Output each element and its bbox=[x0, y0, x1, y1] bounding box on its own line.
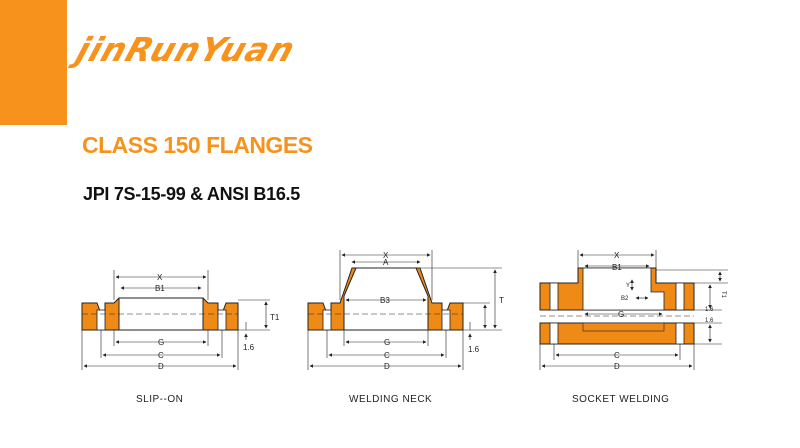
welding-neck-caption: WELDING NECK bbox=[349, 394, 433, 405]
welding-neck-g-label: G bbox=[384, 338, 390, 347]
socket-welding-g-label: G bbox=[618, 310, 624, 319]
welding-neck-diagram: X A B3 T 1.6 G C D bbox=[307, 250, 504, 371]
brand-color-block bbox=[0, 0, 67, 125]
slip-on-c-label: C bbox=[158, 351, 164, 360]
socket-welding-caption: SOCKET WELDING bbox=[572, 394, 670, 405]
page-title: CLASS 150 FLANGES bbox=[82, 132, 313, 158]
slip-on-g-label: G bbox=[158, 338, 164, 347]
welding-neck-b3-label: B3 bbox=[380, 296, 390, 305]
slip-on-1.6-label: 1.6 bbox=[243, 343, 255, 352]
socket-welding-1.6a-label: 1.6 bbox=[705, 307, 714, 313]
socket-welding-b1-label: B1 bbox=[612, 263, 622, 272]
socket-welding-t1-label: T1 bbox=[720, 291, 726, 299]
socket-welding-x-label: X bbox=[614, 251, 620, 260]
welding-neck-t-label: T bbox=[499, 296, 504, 305]
socket-welding-1.6b-label: 1.6 bbox=[705, 318, 714, 324]
welding-neck-a-label: A bbox=[383, 258, 389, 267]
slip-on-caption: SLIP--ON bbox=[136, 394, 184, 405]
socket-welding-diagram: X B1 Y B2 G T1 1.6 1.6 C D bbox=[539, 250, 728, 371]
socket-welding-y-label: Y bbox=[626, 283, 630, 289]
standard-subtitle: JPI 7S-15-99 & ANSI B16.5 bbox=[83, 184, 300, 204]
socket-welding-b2-label: B2 bbox=[621, 296, 629, 302]
welding-neck-d-label: D bbox=[384, 362, 390, 371]
welding-neck-c-label: C bbox=[384, 351, 390, 360]
socket-welding-c-label: C bbox=[614, 351, 620, 360]
slip-on-diagram: X B1 T1 1.6 G C D bbox=[81, 270, 280, 371]
slip-on-d-label: D bbox=[158, 362, 164, 371]
slip-on-b1-label: B1 bbox=[155, 284, 165, 293]
socket-welding-d-label: D bbox=[614, 362, 620, 371]
welding-neck-x-label: X bbox=[383, 251, 389, 260]
slip-on-x-label: X bbox=[157, 273, 163, 282]
slip-on-t1-label: T1 bbox=[270, 313, 280, 322]
welding-neck-1.6-label: 1.6 bbox=[468, 345, 480, 354]
